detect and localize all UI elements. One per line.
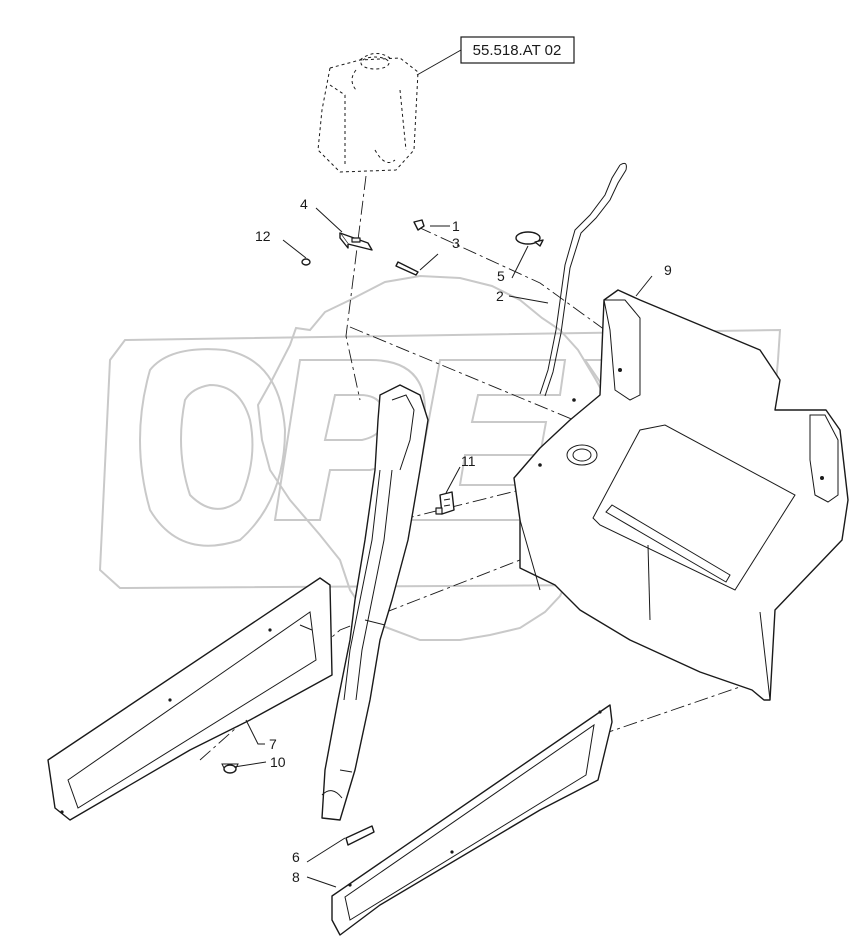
callout-5[interactable]: 5 xyxy=(497,268,505,284)
callout-leaders xyxy=(233,207,653,888)
washer-hose-part-2 xyxy=(539,162,627,397)
callout-2[interactable]: 2 xyxy=(496,288,504,304)
rear-trim-panel-part-9 xyxy=(513,289,849,701)
pin-part-3 xyxy=(395,261,419,276)
ring-part-5 xyxy=(515,231,544,247)
callout-12[interactable]: 12 xyxy=(255,228,271,244)
callout-labels: 1 2 3 4 5 6 7 8 9 10 11 12 xyxy=(255,196,672,885)
callout-4[interactable]: 4 xyxy=(300,196,308,212)
callout-10[interactable]: 10 xyxy=(270,754,286,770)
center-column-duct xyxy=(321,384,429,821)
callout-1[interactable]: 1 xyxy=(452,218,460,234)
clip-part-11 xyxy=(435,491,455,515)
reference-label[interactable]: 55.518.AT 02 xyxy=(473,42,562,59)
bracket-part-4 xyxy=(339,232,373,251)
callout-11[interactable]: 11 xyxy=(461,453,476,469)
callout-8[interactable]: 8 xyxy=(292,869,300,885)
washer-reservoir xyxy=(317,53,419,173)
callout-7[interactable]: 7 xyxy=(269,736,277,752)
plug-part-10 xyxy=(221,763,239,774)
callout-6[interactable]: 6 xyxy=(292,849,300,865)
side-trim-part-7 xyxy=(47,577,333,821)
side-trim-part-8 xyxy=(331,704,613,936)
strip-part-6 xyxy=(345,825,375,846)
clip-part-1 xyxy=(413,219,425,231)
callout-3[interactable]: 3 xyxy=(452,235,460,251)
screw-part-12 xyxy=(301,258,311,266)
callout-9[interactable]: 9 xyxy=(664,262,672,278)
watermark-gear xyxy=(256,274,621,641)
